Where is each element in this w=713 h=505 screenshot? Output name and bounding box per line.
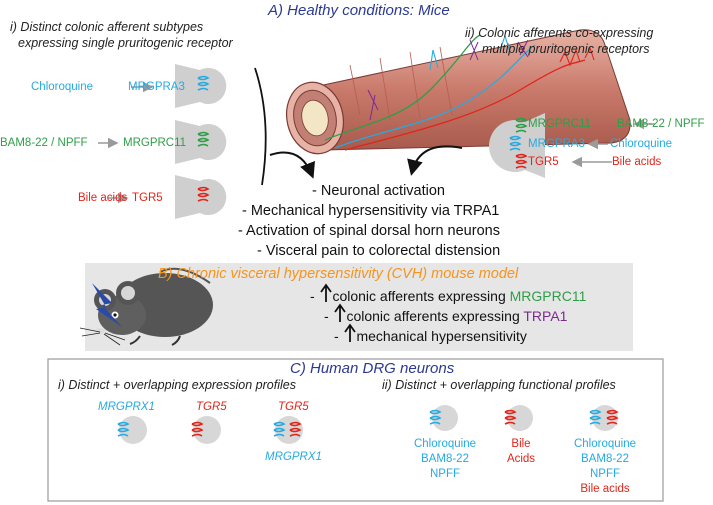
left-ligand-chloroquine: Chloroquine <box>31 81 94 93</box>
expr-neuron-3 <box>273 416 303 444</box>
section-c-title: C) Human DRG neurons <box>290 360 455 377</box>
up-arrow-icon <box>344 323 356 342</box>
expr-label-tgr5-both: TGR5 <box>278 401 309 413</box>
mouse-illustration <box>79 267 213 346</box>
right-panel-title-2: multiple pruritogenic receptors <box>482 42 650 56</box>
outcome-1: - Neuronal activation <box>312 183 445 199</box>
up-arrow-icon <box>320 283 332 302</box>
right-panel-title-1: ii) Colonic afferents co-expressing <box>465 26 654 40</box>
outcome-4: - Visceral pain to colorectal distension <box>257 243 501 259</box>
func-2-line-1: Bile <box>511 438 531 450</box>
func-2-line-2: Acids <box>506 453 536 465</box>
func-1-line-1: Chloroquine <box>413 438 476 450</box>
mrgprc11-highlight: MRGPRC11 <box>509 288 587 304</box>
dash: - <box>324 308 333 324</box>
up-arrow-icon <box>334 303 346 322</box>
func-3-line-2: BAM8-22 <box>581 453 629 465</box>
dash: - <box>310 288 319 304</box>
section-c-right-title: ii) Distinct + overlapping functional pr… <box>382 378 616 392</box>
func-3-line-3: NPFF <box>589 468 621 480</box>
expr-neuron-1 <box>117 416 147 444</box>
section-c-left-title: i) Distinct + overlapping expression pro… <box>58 378 296 392</box>
section-c-box <box>47 358 664 502</box>
section-b-title: B) Chronic visceral hypersensitivity (CV… <box>158 266 519 282</box>
arrow-right-to-outcomes <box>407 145 463 176</box>
left-panel-title-1: i) Distinct colonic afferent subtypes <box>10 20 204 34</box>
outcome-2: - Mechanical hypersensitivity via TRPA1 <box>242 203 500 219</box>
func-neuron-3 <box>589 405 619 431</box>
expr-neuron-2 <box>191 416 221 444</box>
expr-label-mrgprx1: MRGPRX1 <box>98 401 155 413</box>
arrow-left-to-outcomes <box>269 151 315 179</box>
dash: - <box>334 328 343 344</box>
line1-text: colonic afferents expressing <box>328 288 510 304</box>
left-ligand-bam: BAM8-22 / NPFF <box>0 137 88 149</box>
left-panel-title-2: expressing single pruritogenic receptor <box>18 36 233 50</box>
right-ligand-chloroquine: Chloroquine <box>610 138 673 150</box>
right-receptor-mrgprc11: MRGPRC11 <box>528 118 592 130</box>
right-neuron <box>489 113 545 178</box>
left-bracket <box>254 67 267 186</box>
section-b-line-1: - colonic afferents expressing MRGPRC11 <box>310 288 586 304</box>
lightning-icon <box>92 283 122 327</box>
section-a-title: A) Healthy conditions: Mice <box>268 2 450 19</box>
func-3-line-1: Chloroquine <box>573 438 636 450</box>
left-ligand-bile: Bile acids <box>78 192 128 204</box>
func-3-line-4: Bile acids <box>580 483 630 495</box>
right-ligand-bam: BAM8-22 / NPFF <box>617 118 705 130</box>
func-1-line-2: BAM8-22 <box>421 453 469 465</box>
outcome-3: - Activation of spinal dorsal horn neuro… <box>238 223 500 239</box>
left-receptor-tgr5: TGR5 <box>132 192 163 204</box>
left-receptor-mrgpra3: MRGPRA3 <box>128 81 185 93</box>
left-neuron-1 <box>175 64 227 108</box>
func-neuron-2 <box>504 405 533 431</box>
section-b-line-3: - mechanical hypersensitivity <box>334 328 527 344</box>
colon-illustration <box>286 29 631 155</box>
line3-text: mechanical hypersensitivity <box>352 328 527 344</box>
right-ligand-bile: Bile acids <box>612 156 662 168</box>
left-neuron-2 <box>175 120 227 164</box>
expr-label-mrgprx1-both: MRGPRX1 <box>265 451 322 463</box>
section-b-line-2: - colonic afferents expressing TRPA1 <box>324 308 567 324</box>
left-neuron-3 <box>175 175 227 219</box>
trpa1-highlight: TRPA1 <box>523 308 568 324</box>
right-receptor-tgr5: TGR5 <box>528 156 559 168</box>
line2-text: colonic afferents expressing <box>342 308 524 324</box>
func-neuron-1 <box>429 405 458 431</box>
left-receptor-mrgprc11: MRGPRC11 <box>123 137 187 149</box>
right-receptor-mrgpra3: MRGPRA3 <box>528 138 585 150</box>
expr-label-tgr5: TGR5 <box>196 401 227 413</box>
func-1-line-3: NPFF <box>429 468 461 480</box>
